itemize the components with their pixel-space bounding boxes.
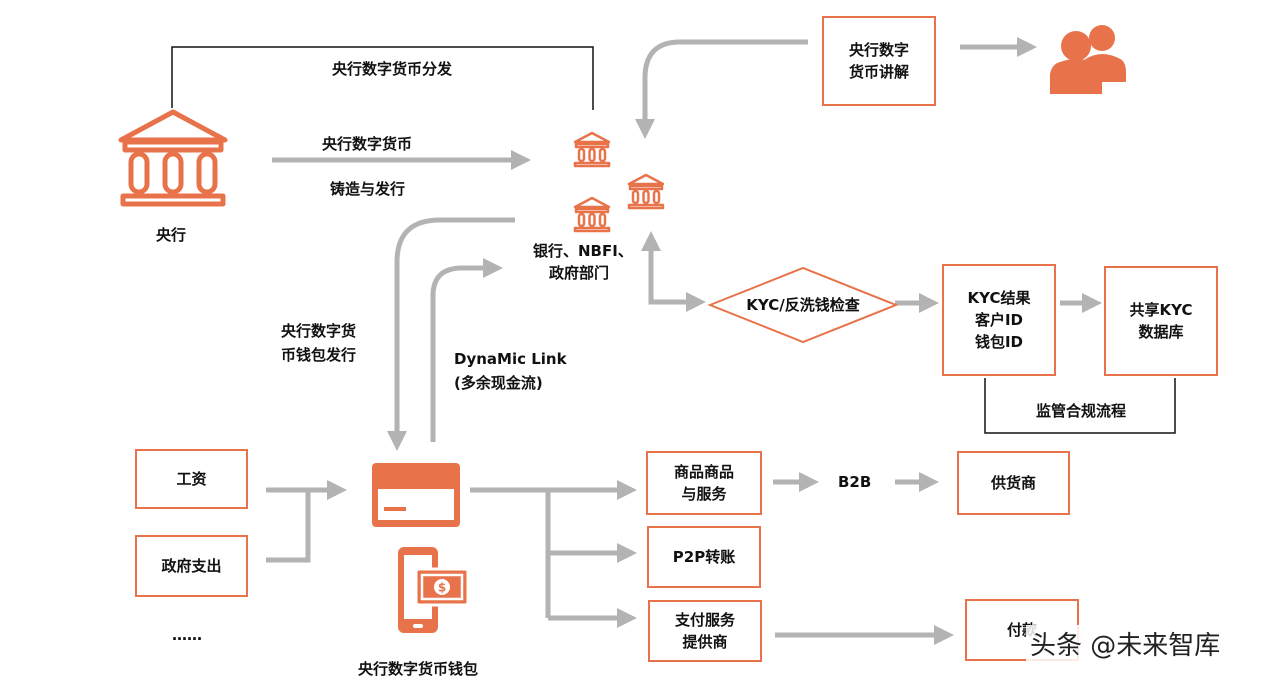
shared-line-1: 共享KYC xyxy=(1129,301,1193,319)
salary-label: 工资 xyxy=(176,470,207,488)
dynamic-link-line-2: (多余现金流) xyxy=(454,374,543,392)
kyc-result-line-2: 客户ID xyxy=(974,311,1024,329)
more-sources-label: …… xyxy=(172,626,202,644)
wallet-card-icon xyxy=(372,463,460,527)
p2p-label: P2P转账 xyxy=(672,548,736,566)
goods-box: 商品商品与服务 xyxy=(646,451,762,515)
svg-text:$: $ xyxy=(438,581,446,595)
p2p-box: P2P转账 xyxy=(647,526,761,588)
gov-spending-label: 政府支出 xyxy=(161,557,222,575)
distribute-label: 央行数字货币分发 xyxy=(332,60,453,78)
central-bank-icon xyxy=(118,109,228,207)
compliance-line xyxy=(984,378,1176,434)
bank-icon-2 xyxy=(627,173,665,210)
goods-line-2: 与服务 xyxy=(681,485,727,503)
explain-arrow xyxy=(635,39,808,139)
wallet-issue-arrow xyxy=(387,217,515,451)
compliance-label: 监管合规流程 xyxy=(1036,402,1127,420)
kyc-result-line-3: 钱包ID xyxy=(974,333,1024,351)
kyc-result-box: KYC结果客户ID 钱包ID xyxy=(942,264,1056,376)
explain-box: 央行数字货币讲解 xyxy=(822,16,936,106)
goods-line-1: 商品商品 xyxy=(673,463,734,481)
bank-icon-1 xyxy=(573,131,611,168)
people-icon xyxy=(1050,25,1126,94)
issue-label-2: 铸造与发行 xyxy=(330,180,406,198)
central-bank-label: 央行 xyxy=(156,226,187,244)
wallet-issue-line-2: 币钱包发行 xyxy=(281,346,357,364)
shared-kyc-box: 共享KYC 数据库 xyxy=(1104,266,1218,376)
intermediaries-label-1: 银行、NBFI、 xyxy=(533,242,633,260)
bank-icon-3 xyxy=(573,196,611,233)
salary-box: 工资 xyxy=(135,449,248,509)
explain-line-1: 央行数字 xyxy=(848,41,909,59)
shared-line-2: 数据库 xyxy=(1138,323,1184,341)
kyc-branch-arrow xyxy=(648,246,706,312)
distribute-line xyxy=(171,46,594,110)
supplier-box: 供货商 xyxy=(957,451,1070,515)
dynamic-link-line-1: DynaMic Link xyxy=(454,350,567,368)
issue-label-1: 央行数字货币 xyxy=(322,135,413,153)
gov-spending-box: 政府支出 xyxy=(135,535,248,597)
wallet-label: 央行数字货币钱包 xyxy=(358,660,479,678)
kyc-check-diamond xyxy=(708,266,898,344)
kyc-check-label: KYC/反洗钱检查 xyxy=(746,296,860,314)
payment-line-1: 支付服务 xyxy=(674,611,735,629)
payment-line-2: 提供商 xyxy=(682,633,728,651)
dynamic-link-arrow xyxy=(430,258,503,442)
kyc-result-line-1: KYC结果 xyxy=(967,289,1031,307)
supplier-label: 供货商 xyxy=(990,474,1036,492)
b2b-label: B2B xyxy=(838,473,872,491)
explain-line-2: 货币讲解 xyxy=(848,63,909,81)
gov-line xyxy=(266,490,311,563)
watermark: 头条 @未来智库 xyxy=(1026,625,1225,662)
intermediaries-label-2: 政府部门 xyxy=(549,264,610,282)
wallet-issue-line-1: 央行数字货 xyxy=(281,322,357,340)
mobile-payment-icon: $ xyxy=(398,547,470,633)
payment-provider-box: 支付服务提供商 xyxy=(648,600,762,662)
